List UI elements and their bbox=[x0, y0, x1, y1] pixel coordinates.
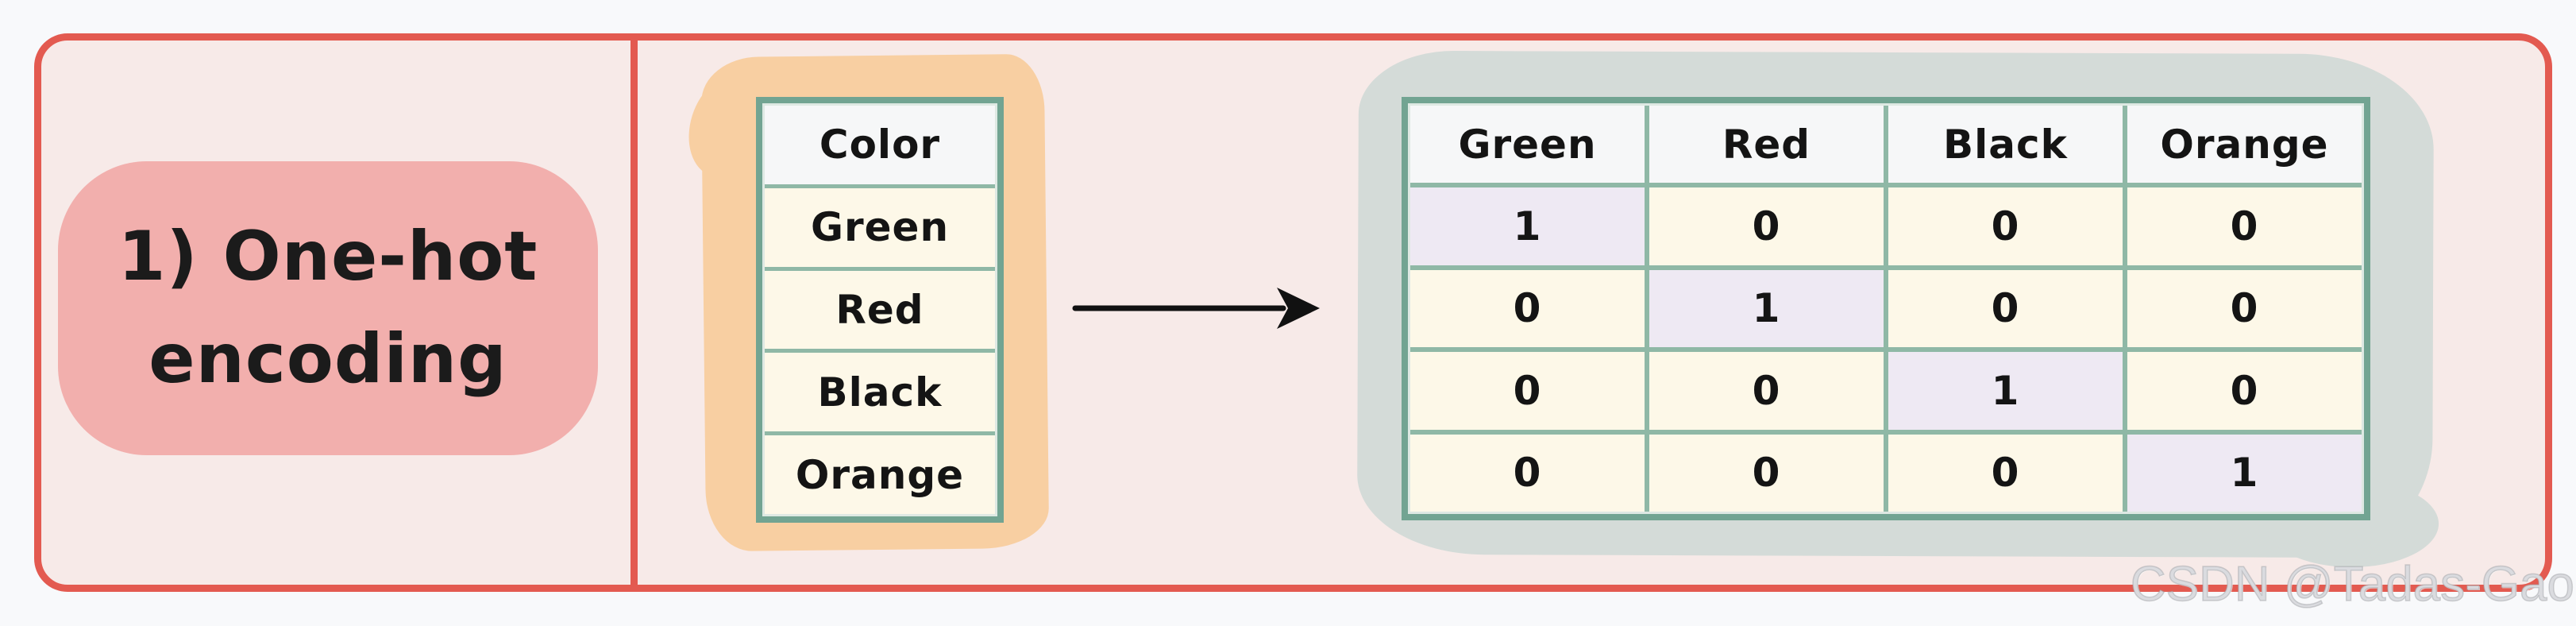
matrix-header-orange: Orange bbox=[2127, 106, 2362, 184]
watermark-text: CSDN @Tadas-Gao bbox=[2130, 556, 2575, 612]
matrix-cell: 0 bbox=[1410, 352, 1645, 430]
matrix-cell: 1 bbox=[1410, 187, 1645, 265]
section-title-badge: 1) One-hot encoding bbox=[58, 161, 598, 455]
matrix-cell: 1 bbox=[1888, 352, 2123, 430]
input-table-header-cell: Color bbox=[765, 106, 995, 184]
vertical-divider bbox=[631, 33, 638, 592]
matrix-cell: 1 bbox=[2127, 434, 2362, 512]
matrix-cell: 0 bbox=[2127, 187, 2362, 265]
matrix-cell: 0 bbox=[1410, 434, 1645, 512]
matrix-cell: 0 bbox=[2127, 269, 2362, 348]
input-table-cell-red: Red bbox=[765, 270, 995, 350]
matrix-cell: 0 bbox=[1410, 269, 1645, 348]
matrix-header-green: Green bbox=[1410, 106, 1645, 184]
matrix-cell: 0 bbox=[1649, 434, 1884, 512]
matrix-cell: 0 bbox=[2127, 352, 2362, 430]
matrix-header-black: Black bbox=[1888, 106, 2123, 184]
section-title-line2: encoding bbox=[148, 319, 507, 399]
arrow-right-icon bbox=[1072, 288, 1320, 329]
section-title-line1: 1) One-hot bbox=[118, 217, 538, 296]
matrix-cell: 0 bbox=[1888, 434, 2123, 512]
matrix-header-red: Red bbox=[1649, 106, 1884, 184]
input-table-cell-black: Black bbox=[765, 353, 995, 432]
matrix-cell: 1 bbox=[1649, 269, 1884, 348]
one-hot-matrix-table: Green Red Black Orange 1 0 0 0 0 1 0 0 0… bbox=[1402, 97, 2370, 520]
input-color-table: Color Green Red Black Orange bbox=[756, 97, 1004, 523]
matrix-cell: 0 bbox=[1649, 352, 1884, 430]
input-table-cell-orange: Orange bbox=[765, 435, 995, 514]
matrix-cell: 0 bbox=[1888, 187, 2123, 265]
input-table-cell-green: Green bbox=[765, 187, 995, 267]
matrix-cell: 0 bbox=[1888, 269, 2123, 348]
matrix-cell: 0 bbox=[1649, 187, 1884, 265]
